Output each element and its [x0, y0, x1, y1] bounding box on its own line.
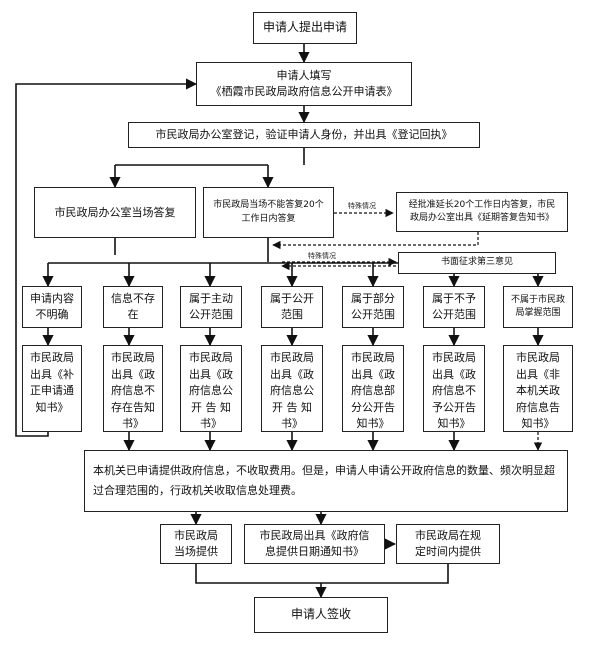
date-notice-box: 市民政局出具《政府信 息提供日期通知书》 — [244, 524, 385, 564]
sign-box: 申请人签收 — [254, 597, 388, 633]
special-case-label-1: 特殊情况 — [348, 202, 376, 210]
category-unclear: 申请内容 不明确 — [22, 286, 82, 328]
fill-form-box: 申请人填写 《栖霞市民政局政府信息公开申请表》 — [196, 62, 412, 106]
provide-on-site-box: 市民政局 当场提供 — [160, 524, 232, 564]
category-active-disclosure: 属于主动 公开范围 — [180, 286, 242, 328]
provide-in-time-box: 市民政局在规 定时间内提供 — [396, 524, 500, 564]
special-case-label-2: 特殊情况 — [308, 252, 336, 260]
fee-note-box: 本机关已申请提供政府信息，不收取费用。但是，申请人申请公开政府信息的数量、频次明… — [84, 450, 568, 512]
extension-box: 经批准延长20个工作日内答复，市民 政局办公室出具《延期答复告知书》 — [396, 192, 568, 232]
reply-on-site-box: 市民政局办公室当场答复 — [34, 187, 196, 238]
category-partial-public: 属于部分 公开范围 — [342, 286, 404, 328]
third-party-box: 书面征求第三意见 — [398, 252, 556, 274]
category-not-exist: 信息不存 在 — [103, 286, 163, 328]
result-correction-notice: 市民政局 出具《补 正申请通 知书》 — [22, 345, 82, 432]
result-partial-notice: 市民政局 出具《政 府信息部 分公开告 知书》 — [342, 345, 404, 432]
start-box: 申请人提出申请 — [253, 12, 357, 44]
result-not-exist-notice: 市民政局 出具《政 府信息不 存在告知 书》 — [103, 345, 163, 432]
category-not-public: 属于不予 公开范围 — [423, 286, 485, 328]
result-not-public-notice: 市民政局 出具《政 府信息不 予公开告 知书》 — [423, 345, 485, 432]
cannot-reply-box: 市民政局当场不能答复20个 工作日内答复 — [203, 187, 334, 238]
result-not-held-notice: 市民政局 出具《非 本机关政 府信息告 知书》 — [503, 345, 573, 432]
register-box: 市民政局办公室登记，验证申请人身份，并出具《登记回执》 — [128, 122, 480, 148]
category-not-held: 不属于市民政 局掌握范围 — [503, 286, 573, 328]
result-disclosure-notice-2: 市民政局 出具《政 府信息公 开 告 知 书》 — [261, 345, 323, 432]
category-public: 属于公开 范围 — [261, 286, 323, 328]
result-disclosure-notice-1: 市民政局 出具《政 府信息公 开 告 知 书》 — [180, 345, 242, 432]
